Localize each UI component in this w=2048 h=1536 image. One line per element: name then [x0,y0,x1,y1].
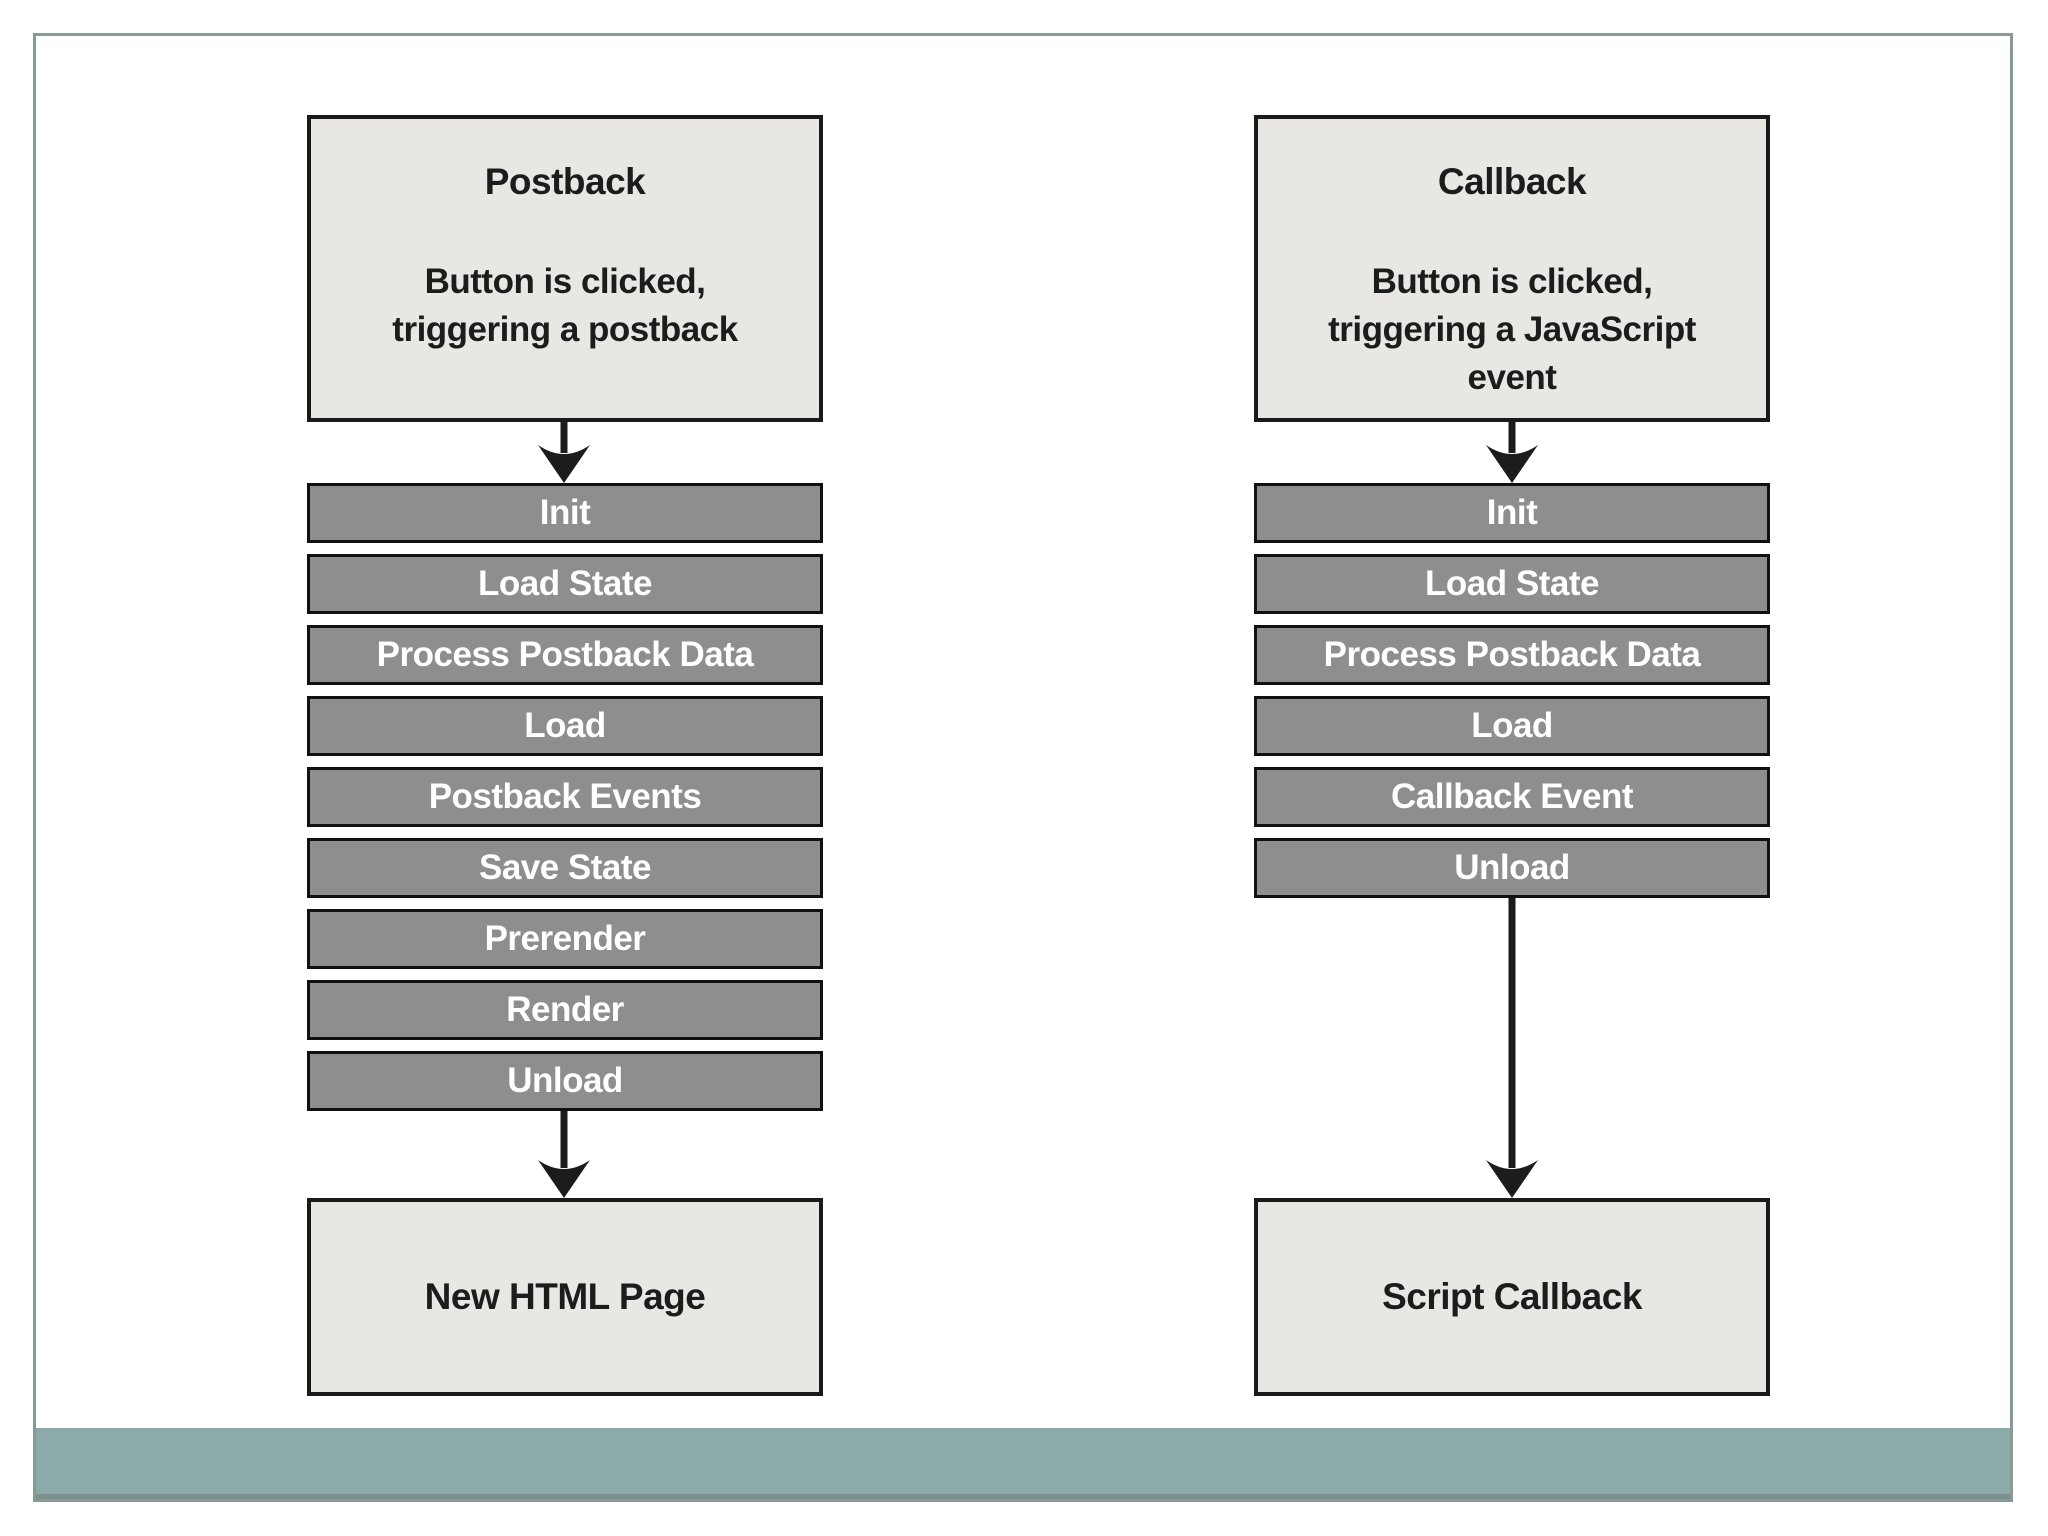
stage-bar: Postback Events [307,767,823,827]
stage-bar: Callback Event [1254,767,1770,827]
callback-description: Button is clicked, triggering a JavaScri… [1328,262,1696,397]
stage-bar: Render [307,980,823,1040]
stage-bar: Save State [307,838,823,898]
stage-bar: Unload [307,1051,823,1111]
stage-bar: Process Postback Data [307,625,823,685]
stage-bar: Prerender [307,909,823,969]
callback-result-label: Script Callback [1382,1276,1642,1317]
postback-title: Postback [484,161,646,202]
callback-result-box: Script Callback [1254,1198,1770,1396]
stage-bar: Load [307,696,823,756]
postback-description: Button is clicked, triggering a postback [392,262,738,349]
stage-bar: Load State [1254,554,1770,614]
postback-result-label: New HTML Page [424,1276,706,1317]
postback-header-box: Postback Button is clicked, triggering a… [307,115,823,422]
footer-accent-bar [36,1428,2010,1499]
arrow-down-icon [534,422,594,483]
callback-header-box: Callback Button is clicked, triggering a… [1254,115,1770,422]
callback-title: Callback [1437,161,1587,202]
postback-result-box: New HTML Page [307,1198,823,1396]
callback-stage-list: Init Load State Process Postback Data Lo… [1254,483,1770,898]
stage-bar: Init [307,483,823,543]
arrow-down-icon [1482,422,1542,483]
stage-bar: Process Postback Data [1254,625,1770,685]
arrow-down-icon [534,1111,594,1198]
stage-bar: Load [1254,696,1770,756]
stage-bar: Init [1254,483,1770,543]
arrow-down-icon [1482,898,1542,1198]
postback-stage-list: Init Load State Process Postback Data Lo… [307,483,823,1111]
stage-bar: Unload [1254,838,1770,898]
stage-bar: Load State [307,554,823,614]
